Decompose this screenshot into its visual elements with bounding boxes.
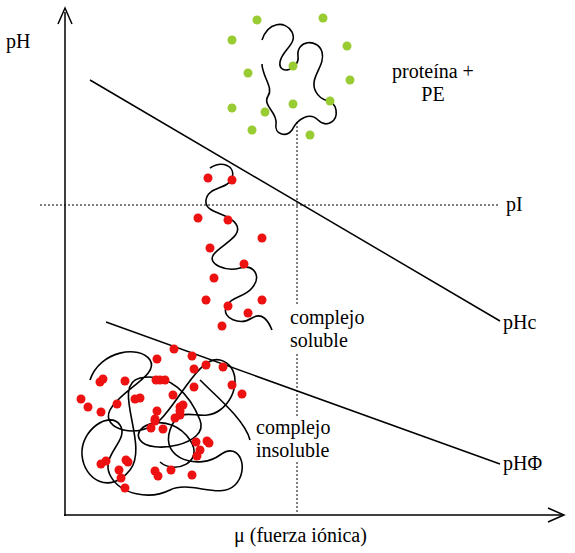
pe-dot bbox=[261, 108, 270, 117]
pe-dot bbox=[240, 260, 249, 269]
pe-dot bbox=[190, 365, 199, 374]
x-axis-arrow bbox=[548, 508, 564, 522]
pe-dot bbox=[228, 36, 237, 45]
phc-line bbox=[90, 80, 500, 321]
pe-dot bbox=[202, 296, 211, 305]
pe-dot bbox=[238, 390, 247, 399]
pe-dot bbox=[192, 438, 201, 447]
pe-dot bbox=[289, 62, 298, 71]
pe-dot bbox=[115, 466, 124, 475]
pe-dot bbox=[210, 274, 219, 283]
y-axis-arrow bbox=[58, 8, 72, 24]
pe-dot bbox=[224, 302, 233, 311]
pe-dot bbox=[306, 131, 315, 140]
pe-dot bbox=[258, 234, 267, 243]
level-label: pI bbox=[506, 193, 523, 216]
line-label: pHΦ bbox=[503, 452, 542, 475]
y-axis bbox=[64, 12, 66, 516]
pe-dots bbox=[77, 345, 247, 493]
pe-dot bbox=[151, 415, 160, 424]
pe-dots bbox=[194, 174, 267, 331]
pe-dot bbox=[204, 174, 213, 183]
pe-dot bbox=[122, 456, 131, 465]
pe-dot bbox=[289, 100, 298, 109]
axis-label: μ (fuerza iónica) bbox=[234, 524, 367, 547]
pe-dot bbox=[154, 472, 163, 481]
pe-dot bbox=[169, 391, 178, 400]
pe-dot bbox=[202, 361, 211, 370]
pe-dot bbox=[319, 14, 328, 23]
pe-dot bbox=[147, 424, 156, 433]
pe-dot bbox=[167, 466, 176, 475]
protein-chain bbox=[262, 24, 336, 134]
pe-dot bbox=[248, 126, 257, 135]
pe-dot bbox=[99, 375, 108, 384]
pe-dot bbox=[253, 16, 262, 25]
pe-dot bbox=[218, 322, 227, 331]
pe-dot bbox=[326, 97, 335, 106]
complex-aggregate bbox=[82, 352, 250, 495]
pe-dot bbox=[244, 69, 253, 78]
pe-dot bbox=[113, 400, 122, 409]
pe-dot bbox=[188, 352, 197, 361]
pe-dot bbox=[196, 446, 205, 455]
pe-dot bbox=[228, 176, 237, 185]
pe-dot bbox=[188, 471, 197, 480]
pe-dot bbox=[131, 395, 140, 404]
pe-dot bbox=[153, 355, 162, 364]
pe-dot bbox=[97, 408, 106, 417]
pe-dot bbox=[153, 407, 162, 416]
region-label: complejo insoluble bbox=[254, 416, 354, 462]
pe-dot bbox=[117, 474, 126, 483]
pe-dot bbox=[121, 484, 130, 493]
pe-dot bbox=[206, 244, 215, 253]
pe-dot bbox=[244, 309, 253, 318]
pe-dot bbox=[159, 425, 168, 434]
pe-dot bbox=[203, 437, 212, 446]
pe-dot bbox=[219, 363, 228, 372]
pe-dots bbox=[228, 14, 355, 140]
pe-dot bbox=[346, 76, 355, 85]
pe-dot bbox=[228, 104, 237, 113]
pe-dot bbox=[77, 395, 86, 404]
x-axis bbox=[64, 514, 562, 516]
pe-dot bbox=[84, 403, 93, 412]
pe-dot bbox=[176, 411, 185, 420]
pe-dot bbox=[156, 376, 165, 385]
pe-dot bbox=[258, 296, 267, 305]
line-label: pHc bbox=[503, 311, 536, 334]
region-label: complejo soluble bbox=[288, 306, 388, 352]
region-label: proteína + PE bbox=[392, 60, 474, 106]
pe-dot bbox=[190, 383, 199, 392]
axis-label: pH bbox=[6, 30, 30, 53]
pi-guide bbox=[40, 205, 498, 206]
pe-dot bbox=[97, 460, 106, 469]
pe-dot bbox=[228, 381, 237, 390]
protein-chain bbox=[206, 164, 272, 330]
pe-dot bbox=[170, 345, 179, 354]
pe-dot bbox=[121, 377, 130, 386]
pe-dot bbox=[224, 216, 233, 225]
pe-dot bbox=[194, 214, 203, 223]
pe-dot bbox=[343, 42, 352, 51]
